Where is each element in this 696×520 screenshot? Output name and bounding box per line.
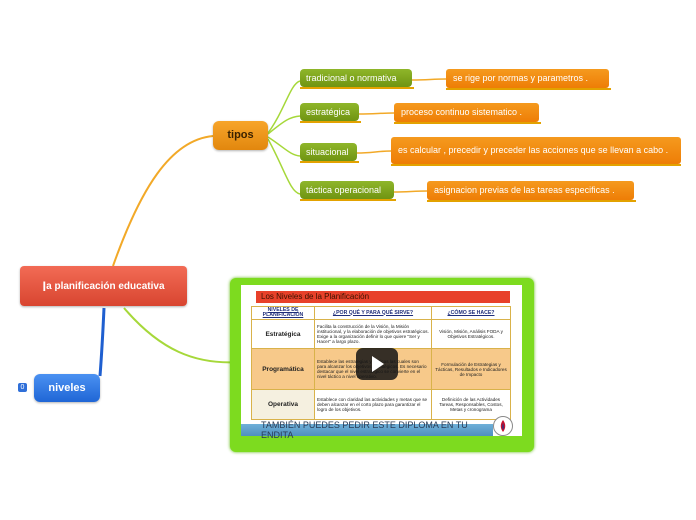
table-cell-why: Establece con claridad las actividades y… — [314, 389, 432, 420]
table-cell-level: Programática — [251, 348, 315, 390]
branch-situacional[interactable]: situacional — [300, 143, 357, 161]
link-central-niveles — [98, 307, 106, 377]
detail-label: se rige por normas y parametros . — [453, 73, 589, 83]
table-header: ¿CÓMO SE HACE? — [431, 306, 511, 320]
underline-tradicional — [300, 87, 414, 89]
table-cell-level: Operativa — [251, 389, 315, 420]
link-tipos-situacional — [267, 136, 301, 157]
seal-icon — [493, 416, 513, 436]
branch-tradicional[interactable]: tradicional o normativa — [300, 69, 412, 87]
table-header: NIVELES DE PLANIFICACIÓN — [251, 306, 315, 320]
table-cell-how: Visión, Misión, Análisis FODA y Objetivo… — [431, 319, 511, 349]
link-tipos-estrategica — [267, 115, 301, 135]
niveles-label: niveles — [48, 381, 86, 394]
play-button[interactable] — [356, 348, 398, 380]
table-cell-how: Definición de las Actividades Tareas, Re… — [431, 389, 511, 420]
detail-situacional[interactable]: es calcular , precedir y preceder las ac… — [391, 137, 681, 164]
levels-table: NIVELES DE PLANIFICACIÓN ¿POR QUÉ Y PARA… — [251, 306, 511, 420]
detail-tradicional[interactable]: se rige por normas y parametros . — [446, 69, 609, 88]
slide-title: Los Niveles de la Planificación — [256, 291, 510, 303]
detail-label: es calcular , precedir y preceder las ac… — [398, 145, 669, 155]
tipos-label: tipos — [227, 129, 254, 141]
central-topic-label: a planificación educativa — [46, 280, 165, 292]
underline-detail-1 — [446, 88, 611, 90]
underline-situacional — [300, 161, 359, 163]
table-cell-level: Estratégica — [251, 319, 315, 349]
link-tactica-detail — [393, 190, 428, 193]
video-frame[interactable]: Los Niveles de la Planificación NIVELES … — [230, 278, 534, 452]
central-topic-initial: l — [42, 278, 47, 294]
detail-estrategica[interactable]: proceso continuo sistematico . — [394, 103, 539, 122]
niveles-badge-count: 0 — [20, 384, 25, 391]
niveles-node[interactable]: niveles — [34, 374, 100, 402]
underline-estrategica — [300, 121, 361, 123]
table-header: ¿POR QUÉ Y PARA QUÉ SIRVE? — [314, 306, 432, 320]
link-central-tipos — [112, 135, 214, 267]
table-cell-why: Facilita la construcción de la Visión, l… — [314, 319, 432, 349]
branch-label: tradicional o normativa — [306, 72, 397, 83]
detail-label: asignacion previas de las tareas especif… — [434, 185, 615, 195]
branch-label: táctica operacional — [306, 184, 382, 195]
underline-detail-3 — [391, 164, 681, 166]
branch-estrategica[interactable]: estratégica — [300, 103, 359, 121]
underline-tactica — [300, 199, 396, 201]
link-estrategica-detail — [358, 112, 395, 115]
underline-detail-2 — [394, 122, 541, 124]
branch-label: estratégica — [306, 106, 351, 117]
branch-label: situacional — [306, 146, 349, 157]
table-cell-how: Formulación de Estrategias y Tácticas, R… — [431, 348, 511, 390]
play-icon — [372, 356, 384, 372]
tipos-node[interactable]: tipos — [213, 121, 268, 150]
link-central-video — [123, 307, 241, 364]
underline-detail-4 — [427, 200, 636, 202]
link-tradicional-detail — [411, 78, 447, 81]
link-tipos-tactica — [267, 138, 301, 195]
link-situacional-detail — [356, 150, 392, 154]
branch-tactica[interactable]: táctica operacional — [300, 181, 394, 199]
video-banner: TAMBIÉN PUEDES PEDIR ESTE DIPLOMA EN TU … — [241, 420, 493, 440]
niveles-collapsed-badge[interactable]: 0 — [18, 383, 27, 392]
detail-tactica[interactable]: asignacion previas de las tareas especif… — [427, 181, 634, 200]
detail-label: proceso continuo sistematico . — [401, 107, 523, 117]
link-tipos-tradicional — [267, 80, 301, 134]
